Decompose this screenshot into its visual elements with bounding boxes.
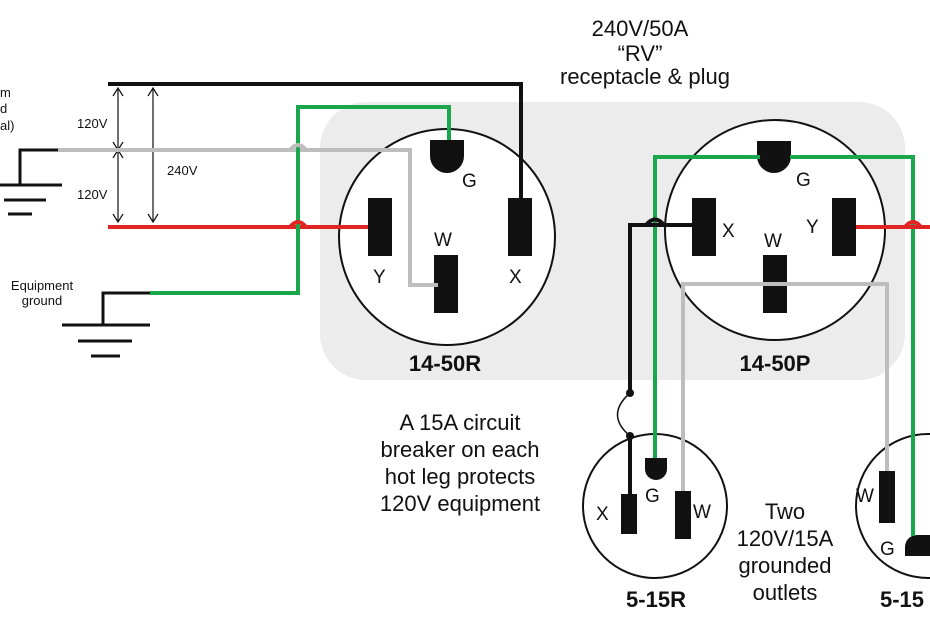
plug-14-50p-label-x: X [722, 221, 735, 242]
plug-14-50p-x-pin [692, 198, 716, 256]
outlet-right-w-slot [879, 471, 895, 523]
wire-ground-source [150, 105, 451, 295]
source-label-line-3: al) [0, 118, 14, 133]
outlet-5-15r-w-slot [675, 491, 691, 539]
plug-14-50p-label-y: Y [806, 217, 819, 238]
outlet-right-label-w: W [856, 486, 874, 507]
outlets-note-line-3: grounded [739, 553, 832, 578]
outlet-right-name: 5-15 [880, 587, 924, 612]
plug-14-50p-y-pin [832, 198, 856, 256]
outlet-5-15r-label-g: G [645, 486, 660, 507]
outlet-right-ground-slot [905, 535, 930, 556]
equipment-ground-symbol [62, 291, 150, 358]
wire-hot-x-source [108, 82, 523, 198]
title-line-2: “RV” [618, 41, 663, 66]
outlet-5-15r-x-slot [621, 494, 637, 534]
title-line-1: 240V/50A [592, 16, 689, 41]
outlets-note-line-2: 120V/15A [737, 526, 834, 551]
source-label-line-2: d [0, 101, 7, 116]
equipment-ground-label-line-2: ground [22, 293, 62, 308]
wire-ground-plug-right [790, 155, 915, 536]
breaker-note-line-2: breaker on each [381, 437, 540, 462]
wire-ground-plug [653, 155, 760, 458]
wire-crossover-neutral [288, 143, 308, 152]
receptacle-14-50r-y-slot [368, 198, 392, 256]
wire-crossover-red [288, 220, 308, 229]
breaker-note-line-3: hot leg protects [385, 464, 535, 489]
voltage-dimension-lines [100, 86, 159, 224]
receptacle-14-50r-x-slot [508, 198, 532, 256]
voltage-label-lower: 120V [77, 187, 108, 202]
equipment-ground-label-line-1: Equipment [11, 278, 74, 293]
receptacle-14-50r-label-y: Y [373, 267, 386, 288]
plug-14-50p-label-w: W [764, 231, 782, 252]
receptacle-14-50r-name: 14-50R [409, 351, 481, 376]
breaker-note-line-4: 120V equipment [380, 491, 540, 516]
outlets-note-line-4: outlets [753, 580, 818, 605]
outlet-5-15r-label-w: W [693, 502, 711, 523]
wire-neutral-plug [681, 282, 787, 491]
outlet-5-15r-label-x: X [596, 504, 609, 525]
breaker-terminal-top [626, 389, 634, 397]
source-ground-symbol [0, 148, 62, 216]
outlet-5-15r-ground-slot [645, 458, 667, 480]
title-line-3: receptacle & plug [560, 64, 730, 89]
source-label-line-1: m [0, 85, 11, 100]
wire-hot-x-plug [628, 223, 692, 393]
breaker-note-line-1: A 15A circuit [399, 410, 520, 435]
wire-crossover-black [644, 217, 666, 227]
receptacle-14-50r-label-x: X [509, 267, 522, 288]
plug-14-50p-name: 14-50P [740, 351, 811, 376]
wire-crossover-red-right [903, 220, 923, 229]
receptacle-14-50r-label-w: W [434, 230, 452, 251]
wire-neutral-source [58, 148, 438, 287]
outlet-right-label-g: G [880, 539, 895, 560]
receptacle-14-50r-ground-slot [430, 140, 464, 173]
voltage-label-total: 240V [167, 163, 198, 178]
voltage-label-upper: 120V [77, 116, 108, 131]
wire-neutral-plug-right [787, 282, 889, 471]
plug-14-50p-ground-pin [757, 141, 791, 173]
receptacle-14-50r-label-g: G [462, 171, 477, 192]
breaker-symbol [616, 392, 631, 437]
outlets-note-line-1: Two [765, 499, 805, 524]
plug-14-50p-label-g: G [796, 170, 811, 191]
outlet-5-15r-name: 5-15R [626, 587, 686, 612]
